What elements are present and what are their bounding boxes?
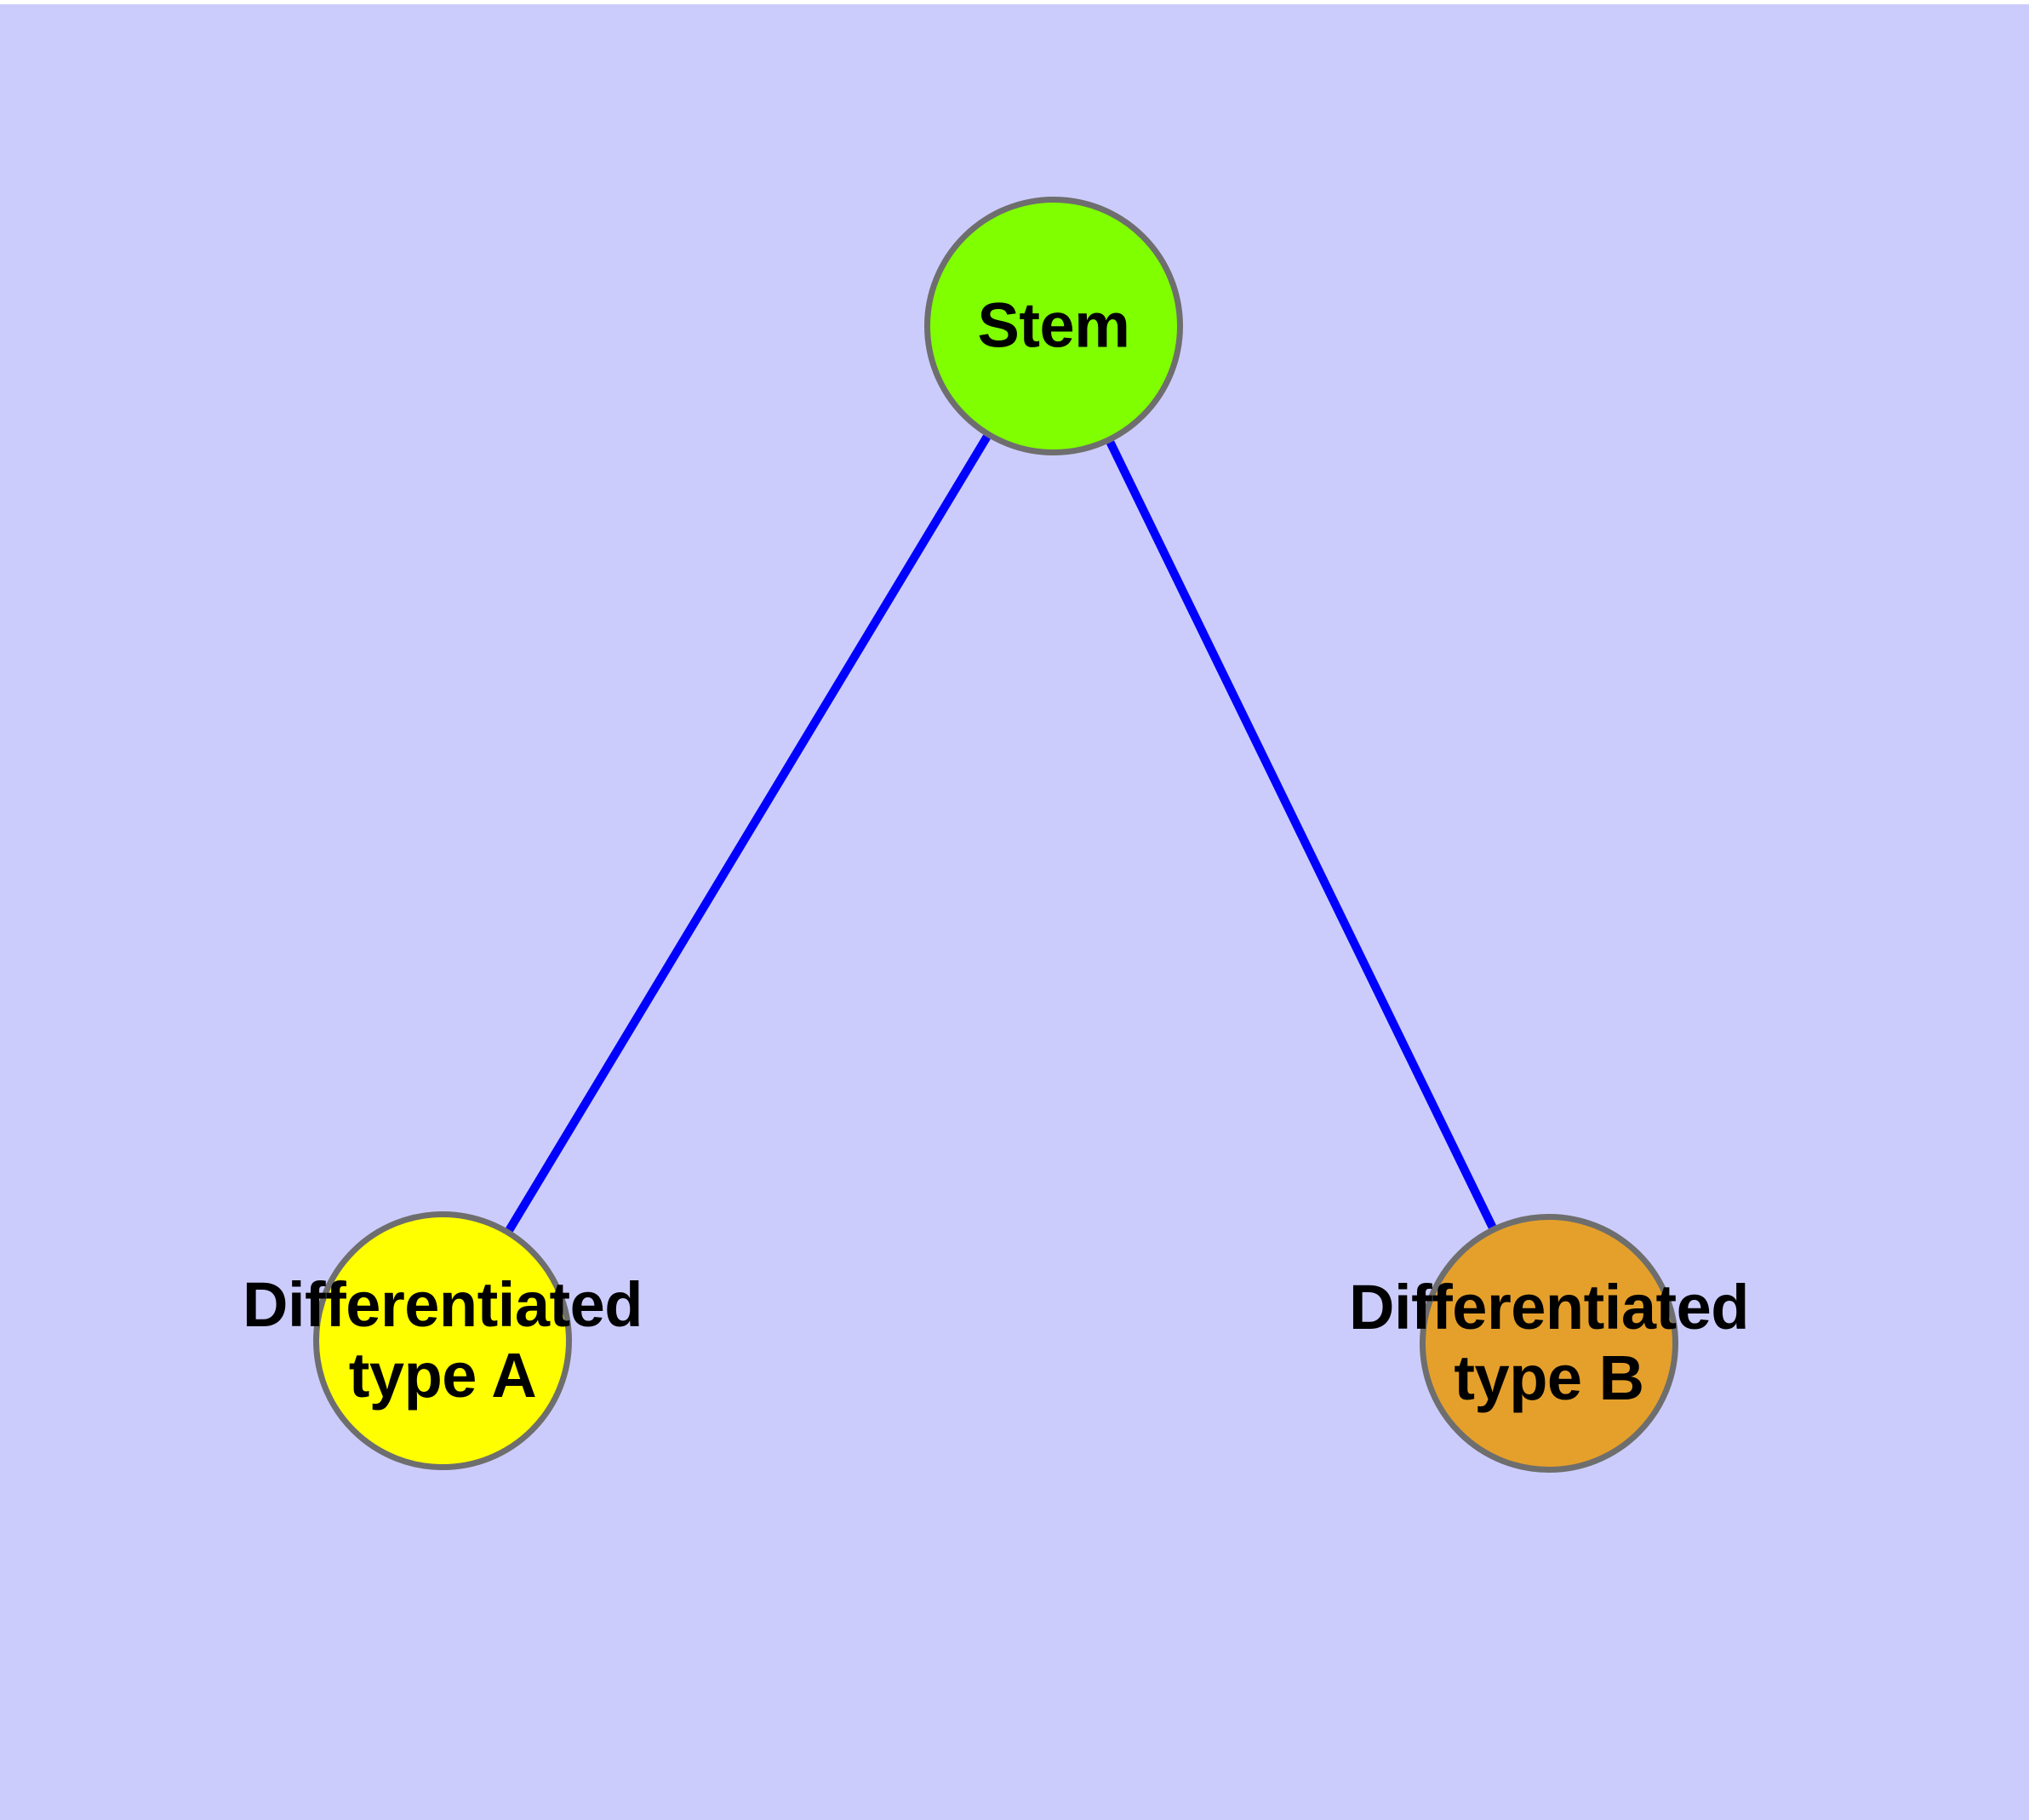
node-differentiated-type-b-label: Differentiated type B [1349, 1272, 1749, 1413]
edge-stem-to-diff-a[interactable] [506, 434, 991, 1233]
node-stem-label: Stem [977, 289, 1130, 361]
edge-stem-to-diff-b[interactable] [1106, 440, 1496, 1229]
graph-plot-area: Stem Differentiated type A Differentiate… [0, 4, 2029, 1820]
node-differentiated-type-a[interactable]: Differentiated type A [243, 1211, 643, 1470]
node-differentiated-type-a-label: Differentiated type A [243, 1269, 643, 1411]
node-differentiated-type-b[interactable]: Differentiated type B [1349, 1214, 1749, 1473]
node-stem[interactable]: Stem [924, 197, 1183, 455]
